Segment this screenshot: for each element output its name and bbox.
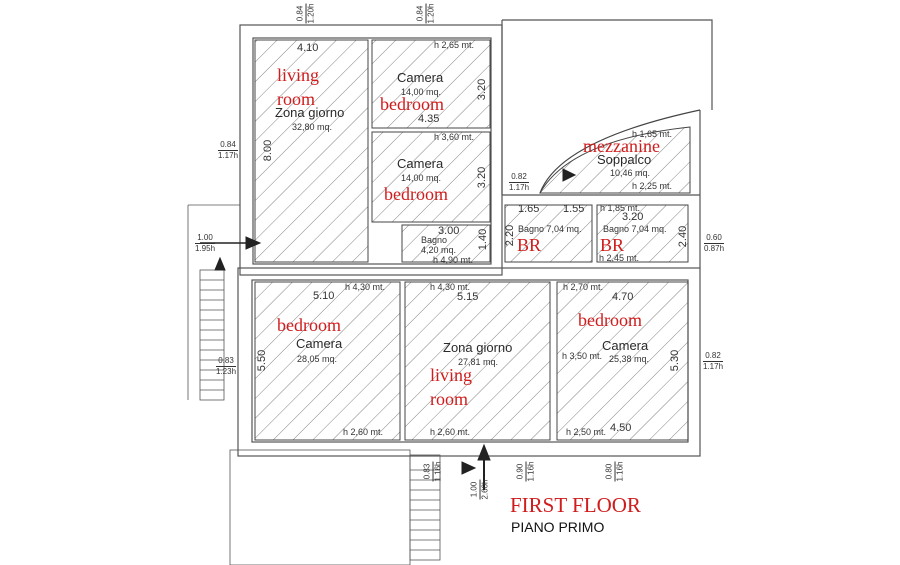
floor-title-en: FIRST FLOOR — [510, 493, 641, 517]
ceiling-height: h 3,60 mt. — [434, 132, 475, 142]
ceiling-height: h 4,90 mt. — [433, 255, 474, 265]
room-area: 27,81 mq. — [458, 357, 499, 367]
room-name: Bagno — [421, 235, 448, 245]
entry-arrows — [200, 168, 577, 490]
ceiling-height: h 2,25 mt. — [632, 181, 673, 191]
room-bedroom-1 — [371, 39, 491, 129]
room-area: 14,00 mq. — [401, 87, 442, 97]
ceiling-height: h 2,60 mt. — [430, 427, 471, 437]
dimension: 5.10 — [313, 290, 335, 302]
room-area: 28,05 mq. — [297, 354, 338, 364]
dimension: 3.20 — [476, 78, 489, 101]
dimension: 2.40 — [677, 225, 690, 248]
dimension: 5.15 — [457, 291, 479, 303]
dimension: 5.50 — [256, 349, 269, 372]
ceiling-height: h 4,30 mt. — [430, 282, 471, 292]
room-name: Camera — [397, 70, 444, 85]
dimension: 3.00 — [438, 225, 460, 237]
room-living-lower — [404, 281, 551, 441]
room-bedroom-lower-right — [556, 281, 689, 441]
room-bath-2 — [596, 204, 689, 263]
dimension: 8.00 — [262, 139, 275, 162]
dimension: 4.70 — [612, 291, 634, 303]
room-name: Zona giorno — [443, 340, 513, 355]
room-name: Bagno 7,04 mq. — [518, 224, 582, 234]
dimension: 4.50 — [610, 422, 632, 434]
room-bedroom-2 — [371, 131, 491, 223]
room-name: Bagno 7,04 mq. — [603, 224, 667, 234]
room-bedroom-lower-left — [254, 281, 401, 441]
room-name: Camera — [296, 336, 343, 351]
ceiling-height: h 2,50 mt. — [566, 427, 607, 437]
ceiling-height: h 2,70 mt. — [563, 282, 604, 292]
room-bath-small — [401, 224, 491, 263]
ceiling-height: h 2,60 mt. — [343, 427, 384, 437]
dimension: 2.20 — [504, 224, 517, 247]
label-bedroom-en: bedroom — [277, 315, 341, 335]
room-area: 14,00 mq. — [401, 173, 442, 183]
room-area: 32,80 mq. — [292, 122, 333, 132]
room-area: 4,20 mq. — [421, 245, 457, 255]
dimension: 4.10 — [297, 42, 319, 54]
dimension: 1.55 — [563, 203, 585, 215]
label-living-en-2: room — [277, 89, 315, 109]
mezzanine-arc — [539, 109, 701, 194]
room-fills — [254, 39, 691, 441]
stairs — [187, 204, 441, 565]
room-bath-1 — [504, 204, 593, 263]
room-area: 10,46 mq. — [610, 168, 651, 178]
dimension: 3.20 — [622, 211, 644, 223]
label-living-en-1: living — [430, 365, 473, 385]
ceiling-height: h 4,30 mt. — [345, 282, 386, 292]
label-bathroom-en: BR — [600, 235, 625, 255]
label-bedroom-en: bedroom — [380, 94, 444, 114]
ceiling-height: h 2,45 mt. — [599, 253, 640, 263]
ceiling-height: h 3,50 mt. — [562, 351, 603, 361]
label-living-en-1: living — [277, 65, 320, 85]
ceiling-height: h 1,85 mt. — [600, 203, 641, 213]
room-name: Soppalco — [597, 152, 652, 167]
dimension: 3.20 — [476, 166, 489, 189]
floor-title-it: PIANO PRIMO — [511, 519, 605, 535]
room-name: Camera — [397, 156, 444, 171]
ceiling-height: h 1,65 mt. — [632, 129, 673, 139]
label-living-en-2: room — [430, 389, 468, 409]
label-mezzanine-en: mezzanine — [583, 136, 660, 156]
dimension: 1.40 — [477, 228, 490, 251]
label-bathroom-en: BR — [517, 235, 542, 255]
room-name: Zona giorno — [275, 105, 345, 120]
dimension: 1.65 — [518, 203, 540, 215]
dimension: 4.35 — [418, 113, 440, 125]
room-name: Camera — [602, 338, 649, 353]
label-bedroom-en: bedroom — [578, 310, 642, 330]
dimension: 5.30 — [669, 349, 682, 372]
room-area: 25,38 mq. — [609, 354, 650, 364]
ceiling-height: h 2,65 mt. — [434, 40, 475, 50]
room-living-upper — [254, 39, 369, 263]
label-bedroom-en: bedroom — [384, 184, 448, 204]
